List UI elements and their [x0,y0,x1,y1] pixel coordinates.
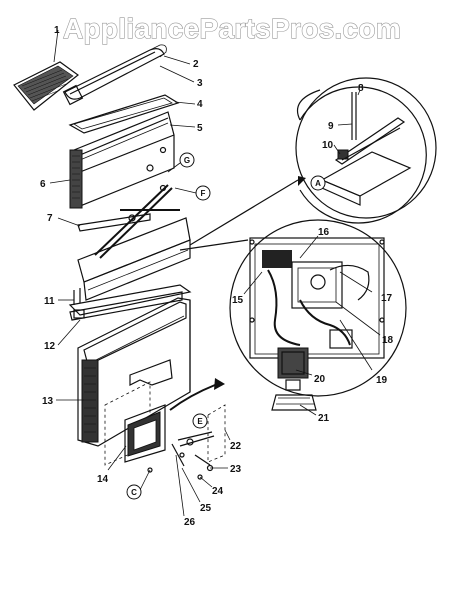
ref-letter-f: F [195,185,211,201]
ref-letter-c: C [126,484,142,500]
detail-arrow-head [298,176,306,186]
callout-8: 8 [358,83,364,94]
callout-14: 14 [97,474,109,485]
ref-letter-g: G [179,152,195,168]
svg-text:C: C [131,488,137,497]
svg-text:F: F [201,189,206,198]
callout-12: 12 [44,341,56,352]
ref-letter-e: E [192,413,208,429]
callout-20: 20 [314,374,326,385]
detail-view-controls [229,219,407,411]
part-22-latch-hardware [147,378,226,480]
callout-2: 2 [193,59,199,70]
callout-4: 4 [197,99,203,110]
svg-text:G: G [184,156,190,165]
control-arrow-line [179,239,249,251]
callout-23: 23 [230,464,242,475]
callout-3: 3 [197,78,203,89]
part-7-linkage-arms [77,184,180,259]
part-4-upper-panel [68,94,180,134]
callout-21: 21 [318,413,330,424]
part-2-handle-bar [62,44,167,106]
callout-5: 5 [197,123,203,134]
callout-15: 15 [232,295,244,306]
ref-letter-a: A [310,175,326,191]
watermark-text: AppliancePartsPros.com [63,13,401,44]
part-14-mounting-plate [104,381,166,466]
callout-26: 26 [184,517,196,528]
callout-25: 25 [200,503,212,514]
callout-17: 17 [381,293,393,304]
part-11-bracket-frame [68,284,192,321]
callout-11: 11 [44,296,55,307]
lower-door-panel [77,217,191,301]
callout-13: 13 [42,396,54,407]
detail-arrow-line [189,179,299,246]
callout-10: 10 [322,140,334,151]
callout-16: 16 [318,227,330,238]
callout-24: 24 [212,486,224,497]
callout-19: 19 [376,375,388,386]
part-1-vent-grille [13,61,79,111]
part-13-outer-housing [77,297,191,447]
svg-text:E: E [197,417,203,426]
callout-numbers: 1 2 3 4 5 6 7 8 9 10 11 12 13 14 15 16 1… [40,25,394,528]
callout-22: 22 [230,441,242,452]
callout-9: 9 [328,121,334,132]
leader-lines [49,29,381,517]
callout-7: 7 [47,213,53,224]
callout-1: 1 [54,25,60,36]
detail-view-hinge [295,77,437,224]
callout-6: 6 [40,179,46,190]
svg-text:A: A [315,179,321,188]
callout-18: 18 [382,335,394,346]
